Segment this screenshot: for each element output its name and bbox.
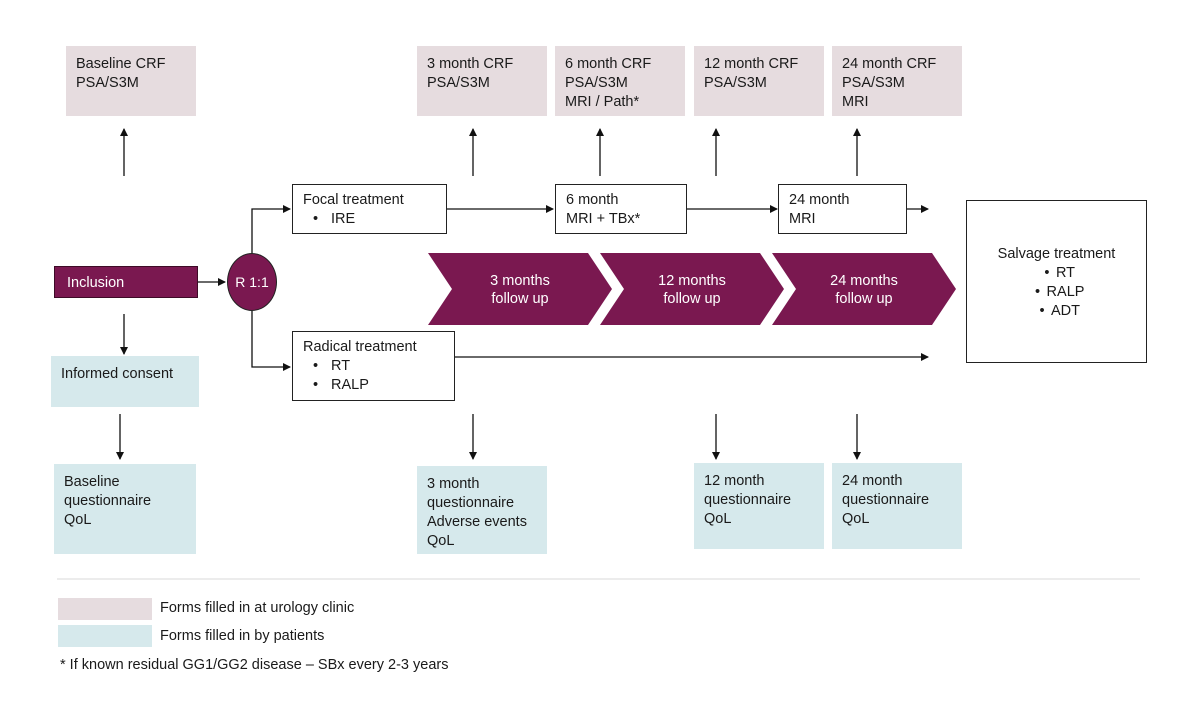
twentyfour-month-detail: MRI	[789, 211, 816, 227]
baseline-crf-box: Baseline CRF PSA/S3M	[66, 46, 196, 116]
focal-treatment-box: Focal treatment IRE	[292, 184, 447, 234]
crf-12m-title: 12 month CRF	[704, 56, 799, 72]
questionnaire-3m-line: QoL	[427, 533, 455, 549]
questionnaire-3m-box: 3 month questionnaire Adverse events QoL	[417, 466, 547, 554]
followup-3m-label: 3 months follow up	[462, 272, 578, 308]
focal-treatment-item: IRE	[303, 210, 436, 229]
informed-consent-label: Informed consent	[61, 366, 174, 382]
baseline-crf-title: Baseline CRF	[76, 56, 166, 72]
informed-consent-box: Informed consent	[51, 356, 199, 407]
questionnaire-24m-line: questionnaire	[842, 492, 930, 508]
six-month-box: 6 month MRI + TBx*	[555, 184, 687, 234]
crf-24m-box: 24 month CRF PSA/S3M MRI	[832, 46, 962, 116]
crf-12m-item: PSA/S3M	[704, 75, 767, 91]
questionnaire-3m-line: questionnaire	[427, 495, 515, 511]
followup-3m-chevron	[428, 253, 612, 325]
crf-3m-item: PSA/S3M	[427, 75, 490, 91]
baseline-questionnaire-line: QoL	[64, 512, 92, 528]
questionnaire-24m-line: 24 month	[842, 473, 903, 489]
questionnaire-24m-box: 24 month questionnaire QoL	[832, 463, 962, 549]
legend-label-patient: Forms filled in by patients	[160, 628, 325, 644]
radical-treatment-title: Radical treatment	[303, 339, 417, 355]
followup-12m-label: 12 months follow up	[634, 272, 750, 308]
crf-6m-item: MRI / Path*	[565, 94, 640, 110]
questionnaire-3m-line: 3 month	[427, 476, 480, 492]
legend-swatch-patient	[58, 625, 152, 647]
questionnaire-3m-line: Adverse events	[427, 514, 527, 530]
crf-3m-title: 3 month CRF	[427, 56, 514, 72]
followup-12m-text: follow up	[663, 291, 721, 307]
crf-24m-item: MRI	[842, 94, 869, 110]
salvage-treatment-box: Salvage treatment RT RALP ADT	[966, 200, 1147, 363]
baseline-crf-item: PSA/S3M	[76, 75, 139, 91]
salvage-treatment-item: RT	[977, 264, 1136, 283]
arrow-r-to-focal	[251, 205, 291, 253]
radical-treatment-item: RALP	[303, 376, 444, 395]
crf-6m-item: PSA/S3M	[565, 75, 628, 91]
salvage-treatment-item: RALP	[977, 283, 1136, 302]
followup-3m-text: follow up	[491, 291, 549, 307]
footnote: * If known residual GG1/GG2 disease – SB…	[60, 657, 449, 673]
crf-6m-title: 6 month CRF	[565, 56, 652, 72]
focal-treatment-title: Focal treatment	[303, 192, 404, 208]
radical-treatment-box: Radical treatment RT RALP	[292, 331, 455, 401]
six-month-detail: MRI + TBx*	[566, 211, 641, 227]
baseline-questionnaire-line: Baseline	[64, 474, 120, 490]
legend-label-clinic: Forms filled in at urology clinic	[160, 600, 355, 616]
twentyfour-month-box: 24 month MRI	[778, 184, 907, 234]
followup-24m-chevron	[772, 253, 956, 325]
questionnaire-12m-line: questionnaire	[704, 492, 792, 508]
twentyfour-month-title: 24 month	[789, 192, 850, 208]
radical-treatment-item: RT	[303, 357, 444, 376]
followup-3m-period: 3 months	[490, 273, 550, 289]
six-month-title: 6 month	[566, 192, 619, 208]
inclusion-label: Inclusion	[67, 275, 125, 291]
legend-swatch-clinic	[58, 598, 152, 620]
followup-12m-chevron	[600, 253, 784, 325]
questionnaire-12m-line: 12 month	[704, 473, 765, 489]
crf-6m-box: 6 month CRF PSA/S3M MRI / Path*	[555, 46, 685, 116]
randomization-node: R 1:1	[227, 253, 277, 311]
randomization-label: R 1:1	[235, 274, 269, 290]
salvage-treatment-title: Salvage treatment	[997, 246, 1116, 262]
questionnaire-12m-box: 12 month questionnaire QoL	[694, 463, 824, 549]
crf-12m-box: 12 month CRF PSA/S3M	[694, 46, 824, 116]
baseline-questionnaire-box: Baseline questionnaire QoL	[54, 464, 196, 554]
questionnaire-12m-line: QoL	[704, 511, 732, 527]
arrow-r-to-radical	[251, 311, 291, 371]
crf-24m-item: PSA/S3M	[842, 75, 905, 91]
questionnaire-24m-line: QoL	[842, 511, 870, 527]
followup-12m-period: 12 months	[658, 273, 726, 289]
followup-24m-label: 24 months follow up	[806, 272, 922, 308]
baseline-questionnaire-line: questionnaire	[64, 493, 152, 509]
crf-3m-box: 3 month CRF PSA/S3M	[417, 46, 547, 116]
salvage-treatment-item: ADT	[977, 302, 1136, 321]
followup-24m-text: follow up	[835, 291, 893, 307]
followup-24m-period: 24 months	[830, 273, 898, 289]
crf-24m-title: 24 month CRF	[842, 56, 937, 72]
inclusion-box: Inclusion	[54, 266, 198, 298]
